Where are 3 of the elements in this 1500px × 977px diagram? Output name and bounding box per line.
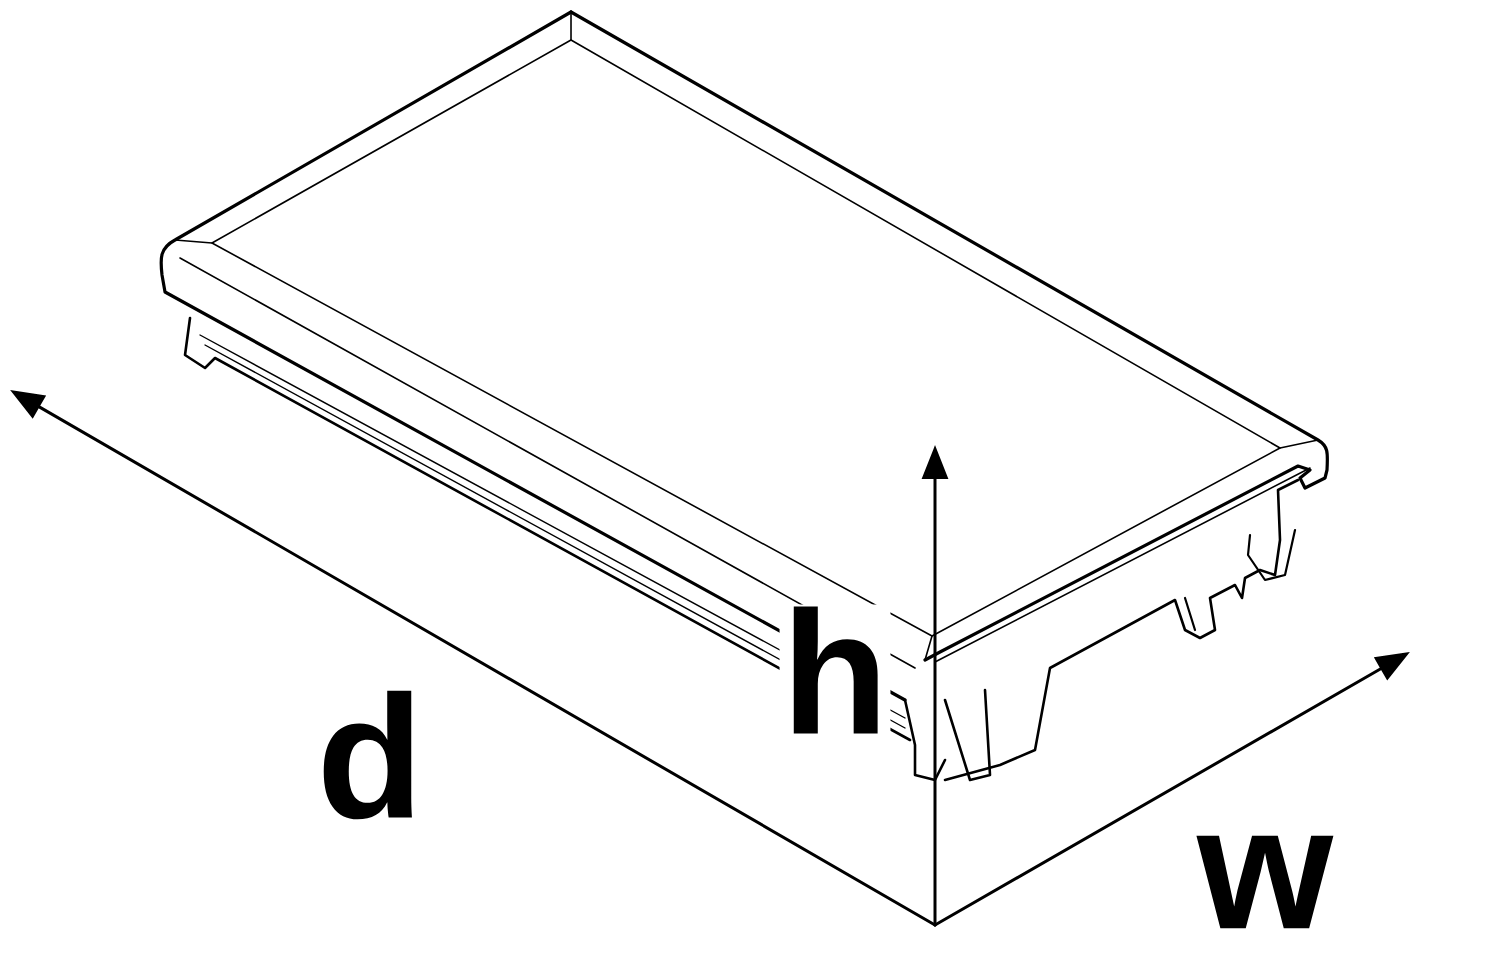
dimension-label: d — [314, 688, 426, 822]
dimension-label: h — [779, 604, 891, 736]
dimension-label: w — [1194, 833, 1336, 931]
